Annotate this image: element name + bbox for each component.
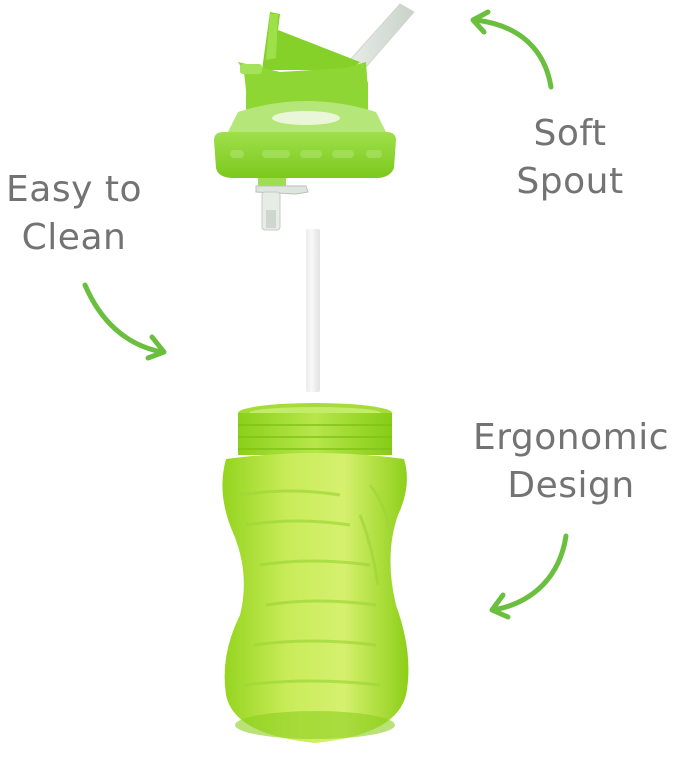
ergonomic-design-line-1: Ergonomic	[473, 417, 669, 458]
lid-with-spout	[214, 3, 415, 231]
cup-body	[222, 403, 409, 743]
easy-to-clean-label: Easy to Clean	[0, 166, 152, 262]
soft-spout-line-1: Soft	[533, 113, 607, 154]
ergonomic-design-label: Ergonomic Design	[456, 414, 679, 510]
straw	[306, 229, 320, 392]
easy-to-clean-line-1: Easy to	[6, 169, 142, 210]
easy-to-clean-line-2: Clean	[21, 217, 127, 258]
soft-spout-line-2: Spout	[516, 161, 624, 202]
straw-tip	[349, 3, 415, 69]
soft-spout-label: Soft Spout	[500, 110, 640, 206]
ergonomic-design-line-2: Design	[507, 465, 635, 506]
